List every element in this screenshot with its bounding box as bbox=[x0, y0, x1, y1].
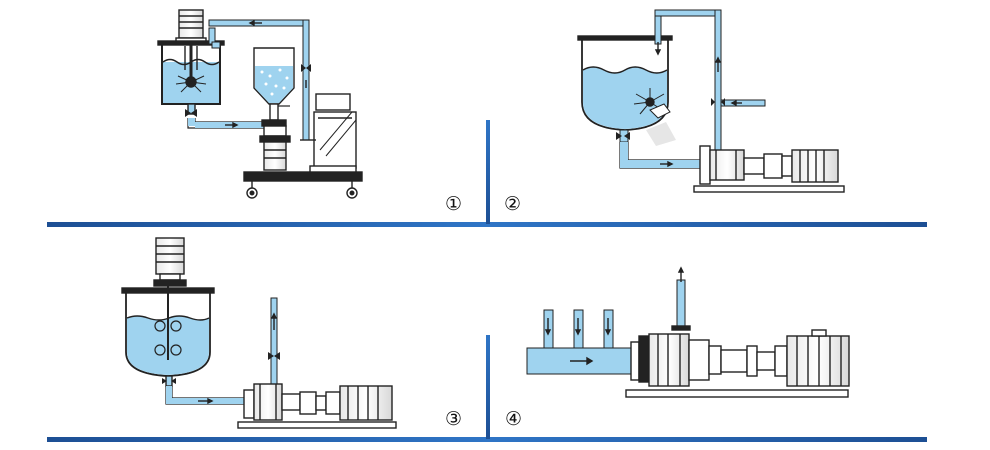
panel-3-label: ③ bbox=[445, 408, 462, 430]
horizontal-divider-bottom bbox=[47, 437, 927, 442]
vertical-divider-top bbox=[486, 120, 490, 224]
motor-icon bbox=[178, 9, 204, 39]
panel-2-circulation bbox=[577, 9, 845, 193]
panel-4-label: ④ bbox=[505, 408, 522, 430]
panel-1-batch-mixer bbox=[157, 9, 363, 199]
panel-1-label: ① bbox=[445, 193, 462, 215]
panel-3-tank-pump bbox=[121, 237, 397, 429]
panel-4-multi-inlet-pump bbox=[526, 266, 850, 398]
vertical-divider-bottom bbox=[486, 335, 490, 439]
motor-icon bbox=[155, 237, 185, 275]
panel-2-label: ② bbox=[504, 193, 521, 215]
motor-icon bbox=[791, 149, 839, 183]
horizontal-divider-top bbox=[47, 222, 927, 227]
mobile-cart-base bbox=[243, 171, 363, 182]
